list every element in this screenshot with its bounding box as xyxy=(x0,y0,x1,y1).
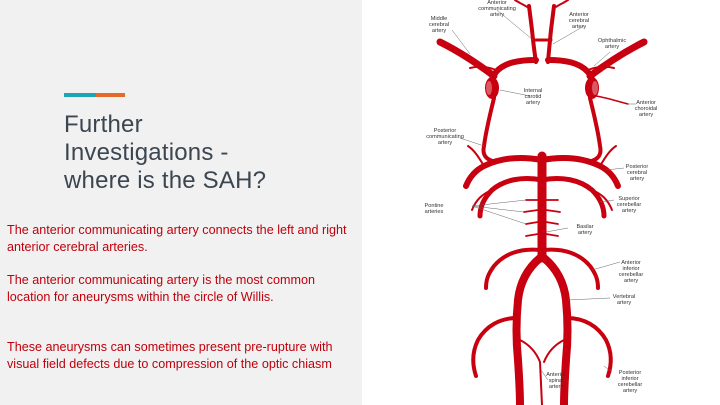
label-anterior-inferior-cerebellar-artery: Anterior inferior cerebellar artery xyxy=(619,260,644,284)
accent-bar-teal xyxy=(64,93,96,97)
svg-text:artery: artery xyxy=(572,24,587,30)
svg-text:cerebellar: cerebellar xyxy=(619,272,644,278)
label-posterior-communicating-artery: Posterior communicating artery xyxy=(426,128,464,146)
paragraph-aneurysm-location: The anterior communicating artery is the… xyxy=(7,273,315,304)
right-posterior-inferior-cerebellar-artery xyxy=(565,316,613,378)
label-vertebral-artery: Vertebral artery xyxy=(613,294,635,306)
right-anterior-cerebral-artery xyxy=(546,4,556,64)
label-anterior-communicating-artery: Anterior communicating artery xyxy=(478,0,516,18)
svg-text:Anterior: Anterior xyxy=(487,0,507,6)
right-anterior-inferior-cerebellar-artery xyxy=(542,247,600,290)
svg-text:inferior: inferior xyxy=(621,376,638,382)
slide-title-line-3: where is the SAH? xyxy=(64,167,267,194)
left-anterior-cerebral-artery xyxy=(527,4,538,64)
svg-text:communicating: communicating xyxy=(426,134,464,140)
label-internal-carotid-artery: Internal carotid artery xyxy=(524,88,543,106)
svg-text:choroidal: choroidal xyxy=(635,106,658,112)
svg-text:artery: artery xyxy=(630,176,645,182)
svg-text:Ophthalmic: Ophthalmic xyxy=(598,38,626,44)
svg-text:cerebral: cerebral xyxy=(569,18,589,24)
left-anterior-inferior-cerebellar-artery xyxy=(484,247,542,290)
svg-text:spinal: spinal xyxy=(549,378,564,384)
left-internal-carotid-stub xyxy=(485,77,499,99)
label-pontine-arteries: Pontine arteries xyxy=(425,203,444,215)
svg-text:artery: artery xyxy=(490,12,505,18)
right-ophthalmic-artery xyxy=(587,65,615,71)
svg-text:communicating: communicating xyxy=(478,6,516,12)
svg-text:cerebellar: cerebellar xyxy=(618,382,643,388)
svg-text:arteries: arteries xyxy=(425,209,444,215)
svg-text:Anterior: Anterior xyxy=(621,260,641,266)
left-vertebral-artery xyxy=(512,254,544,405)
left-posterior-communicating-artery xyxy=(481,96,498,164)
svg-text:artery: artery xyxy=(549,384,564,390)
left-middle-cerebral-artery xyxy=(436,38,498,80)
slide-title: Further Investigations - where is the SA… xyxy=(64,111,324,195)
label-posterior-cerebral-artery: Posterior cerebral artery xyxy=(626,164,649,182)
svg-text:artery: artery xyxy=(432,28,447,34)
svg-text:artery: artery xyxy=(526,100,541,106)
svg-text:cerebral: cerebral xyxy=(627,170,647,176)
svg-text:Anterior: Anterior xyxy=(569,12,589,18)
slide-text-panel: Further Investigations - where is the SA… xyxy=(0,0,362,405)
slide-title-line-1: Further xyxy=(64,111,143,138)
label-anterior-spinal-artery: Anterior spinal artery xyxy=(546,372,566,390)
svg-text:Basilar: Basilar xyxy=(576,224,593,230)
slide-title-line-2: Investigations - xyxy=(64,139,229,166)
right-posterior-communicating-artery xyxy=(586,96,603,164)
label-anterior-cerebral-artery: Anterior cerebral artery xyxy=(569,12,589,30)
left-posterior-inferior-cerebellar-artery xyxy=(471,316,519,378)
svg-text:artery: artery xyxy=(624,278,639,284)
label-ophthalmic-artery: Ophthalmic artery xyxy=(598,38,626,50)
svg-text:cerebellar: cerebellar xyxy=(617,202,642,208)
pontine-arteries xyxy=(523,199,561,237)
svg-text:artery: artery xyxy=(623,388,638,394)
svg-text:artery: artery xyxy=(639,112,654,118)
label-middle-cerebral-artery: Middle cerebral artery xyxy=(429,16,449,34)
right-middle-cerebral-artery xyxy=(586,38,648,80)
circle-of-willis-diagram: Anterior communicating artery Middle cer… xyxy=(425,0,658,405)
svg-text:artery: artery xyxy=(605,44,620,50)
paragraph-acomm-connection: The anterior communicating artery connec… xyxy=(7,223,347,254)
svg-text:Superior: Superior xyxy=(618,196,639,202)
svg-text:Posterior: Posterior xyxy=(434,128,457,134)
svg-text:Internal: Internal xyxy=(524,88,543,94)
svg-text:inferior: inferior xyxy=(622,266,639,272)
svg-text:cerebral: cerebral xyxy=(429,22,449,28)
svg-text:Anterior: Anterior xyxy=(636,100,656,106)
svg-text:carotid: carotid xyxy=(525,94,542,100)
label-superior-cerebellar-artery: Superior cerebellar artery xyxy=(617,196,642,214)
svg-text:Middle: Middle xyxy=(431,16,447,22)
svg-text:Posterior: Posterior xyxy=(619,370,642,376)
svg-text:artery: artery xyxy=(617,300,632,306)
left-ophthalmic-artery xyxy=(469,65,497,71)
right-vertebral-artery xyxy=(540,254,572,405)
right-internal-carotid-stub xyxy=(585,77,599,99)
svg-text:artery: artery xyxy=(622,208,637,214)
label-basilar-artery: Basilar artery xyxy=(576,224,593,236)
svg-text:Posterior: Posterior xyxy=(626,164,649,170)
accent-bar-orange xyxy=(96,93,125,97)
svg-text:Anterior: Anterior xyxy=(546,372,566,378)
anterior-spinal-artery xyxy=(519,339,565,405)
paragraph-visual-field-defects: These aneurysms can sometimes present pr… xyxy=(7,340,333,371)
svg-text:artery: artery xyxy=(578,230,593,236)
svg-text:Pontine: Pontine xyxy=(425,203,444,209)
svg-text:Vertebral: Vertebral xyxy=(613,294,635,300)
label-anterior-choroidal-artery: Anterior choroidal artery xyxy=(635,100,658,118)
label-posterior-inferior-cerebellar-artery: Posterior inferior cerebellar artery xyxy=(618,370,643,394)
svg-text:artery: artery xyxy=(438,140,453,146)
